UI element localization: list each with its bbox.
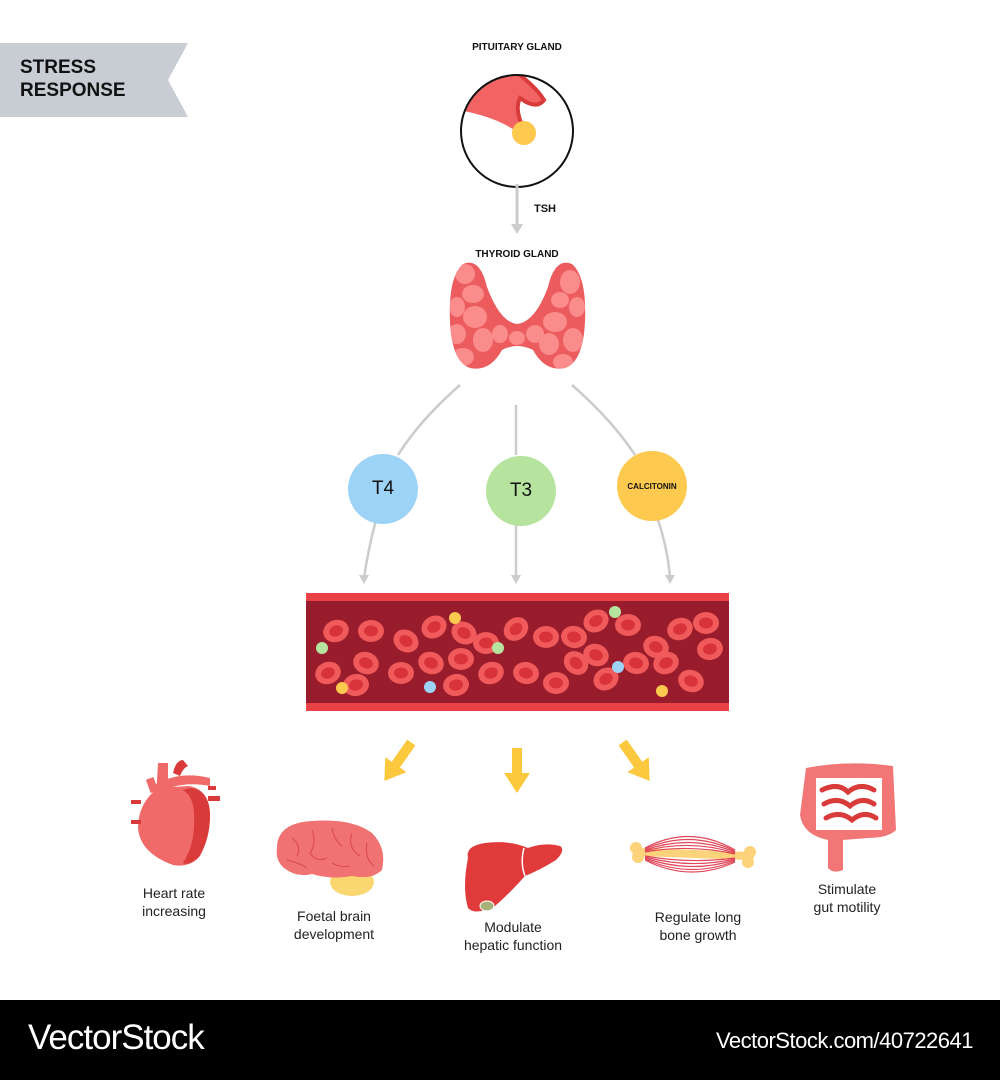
effect-arrows <box>384 739 650 793</box>
hormone-particle <box>316 642 328 654</box>
arrow-down-left-icon <box>384 739 416 782</box>
hormone-t4: T4 <box>348 454 418 524</box>
hormone-calcitonin: CALCITONIN <box>617 451 687 521</box>
blood-vessel <box>306 593 729 711</box>
tsh-label: TSH <box>534 203 556 215</box>
pituitary-icon <box>460 74 574 188</box>
diagram-title: STRESS RESPONSE <box>20 57 126 101</box>
bone-muscle-icon <box>630 835 756 873</box>
hormone-particle <box>449 612 461 624</box>
effect-heart-caption: Heart rate increasing <box>142 885 206 919</box>
arrow-down-right-icon <box>618 739 650 782</box>
thyroid-label: THYROID GLAND <box>475 249 559 260</box>
brain-icon <box>276 820 384 896</box>
tsh-arrow <box>511 184 523 234</box>
hormone-particle <box>336 682 348 694</box>
effect-liver-caption: Modulate hepatic function <box>463 919 563 953</box>
footer-brand: VectorStock <box>28 1018 205 1057</box>
hormone-particle <box>424 681 436 693</box>
thyroid-icon <box>449 262 586 369</box>
hormone-particle <box>609 606 621 618</box>
hormone-connectors <box>359 384 675 584</box>
liver-icon <box>465 842 563 912</box>
effect-bone-caption: Regulate long bone growth <box>654 909 742 943</box>
footer-bar <box>0 1000 1000 1080</box>
hormone-t3: T3 <box>486 456 556 526</box>
hormone-particle <box>492 642 504 654</box>
effect-gut-caption: Stimulate gut motility <box>813 881 881 915</box>
pituitary-label: PITUITARY GLAND <box>472 42 562 53</box>
effect-brain-caption: Foetal brain development <box>293 908 375 942</box>
intestine-icon <box>800 763 896 872</box>
arrow-down-icon <box>504 748 530 793</box>
heart-icon <box>131 760 220 866</box>
hormone-particle <box>612 661 624 673</box>
footer-url: VectorStock.com/40722641 <box>715 1028 974 1053</box>
title-banner <box>0 43 188 117</box>
hormone-particle <box>656 685 668 697</box>
